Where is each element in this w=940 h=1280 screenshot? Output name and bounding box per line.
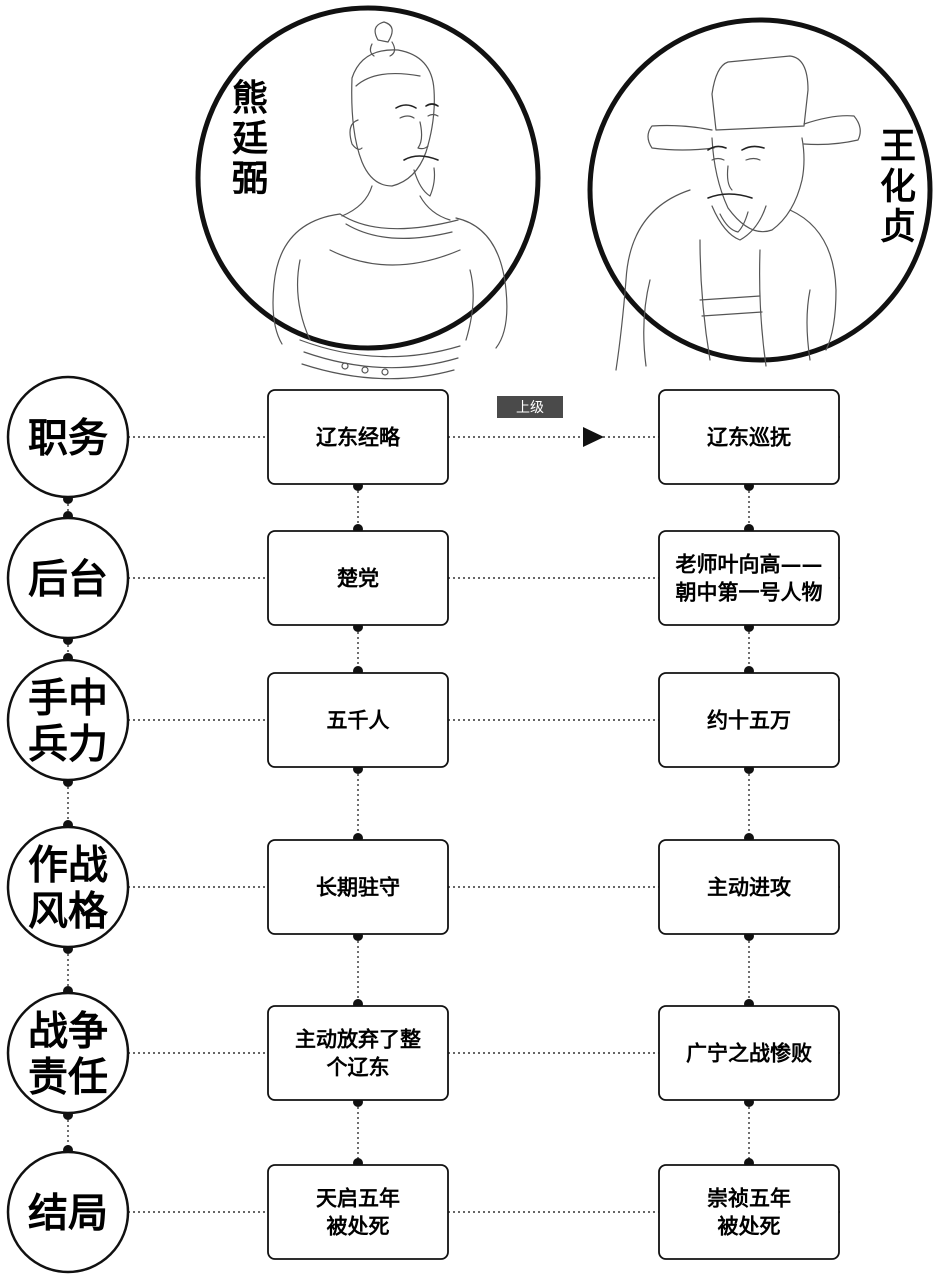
right-box [658,1005,840,1101]
left-box [267,1005,449,1101]
right-box-text: 被处死 [718,1214,781,1239]
left-box [267,530,449,626]
right-box-text: 约十五万 [707,708,791,733]
left-box-text: 天启五年 [316,1186,400,1211]
relation-label-group: 上级 [497,396,604,447]
relation-label: 上级 [516,400,544,416]
category-label: 责任 [28,1053,108,1100]
left-box-text: 五千人 [327,708,390,733]
right-box-text: 老师叶向高—— [676,552,823,577]
left-box-text: 个辽东 [327,1055,390,1080]
comparison-row: 后台 楚党 老师叶向高—— 朝中第一号人物 [6,516,840,640]
category-label: 职务 [28,414,108,461]
left-box [267,672,449,768]
portrait-right: 王化贞 [587,17,933,371]
category-label: 结局 [28,1189,108,1236]
category-circle [6,516,130,640]
figure-left-name: 熊廷弼 [232,77,268,200]
left-box-text: 主动放弃了整 [295,1027,421,1052]
category-label: 兵力 [28,720,108,767]
relation-arrow-icon [583,427,604,447]
category-circle [6,991,130,1115]
category-circle [6,375,130,499]
comparison-row: 职务 辽东经略 辽东巡抚 [6,375,840,499]
left-box-text: 辽东经略 [316,425,401,450]
right-box [658,672,840,768]
category-label: 手中 [28,674,108,721]
right-box-text: 广宁之战惨败 [686,1041,812,1066]
right-box [658,1164,840,1260]
portrait-left: 熊廷弼 [195,5,541,380]
right-box-text: 朝中第一号人物 [676,580,823,605]
left-box [267,1164,449,1260]
left-box-text: 楚党 [337,566,379,591]
right-box-text: 辽东巡抚 [707,425,791,450]
right-box-text: 崇祯五年 [707,1186,791,1211]
left-box [267,389,449,485]
category-label: 作战 [28,841,108,888]
portrait-left-sketch [272,21,508,380]
figure-right-name: 王化贞 [880,125,916,248]
right-box [658,389,840,485]
left-box-text: 长期驻守 [316,875,400,900]
category-circle [6,825,130,949]
right-box [658,839,840,935]
category-label: 风格 [28,887,109,934]
portrait-right-sketch [615,55,861,371]
relation-label-bg [497,396,563,418]
left-box-text: 被处死 [327,1214,390,1239]
right-box-text: 主动进攻 [707,875,792,900]
category-circle [6,658,130,782]
portrait-left-circle [195,5,541,351]
portrait-right-circle [587,17,933,363]
category-label: 后台 [28,555,108,602]
right-box [658,530,840,626]
category-circle [6,1150,130,1274]
left-box [267,839,449,935]
category-label: 战争 [28,1007,108,1054]
